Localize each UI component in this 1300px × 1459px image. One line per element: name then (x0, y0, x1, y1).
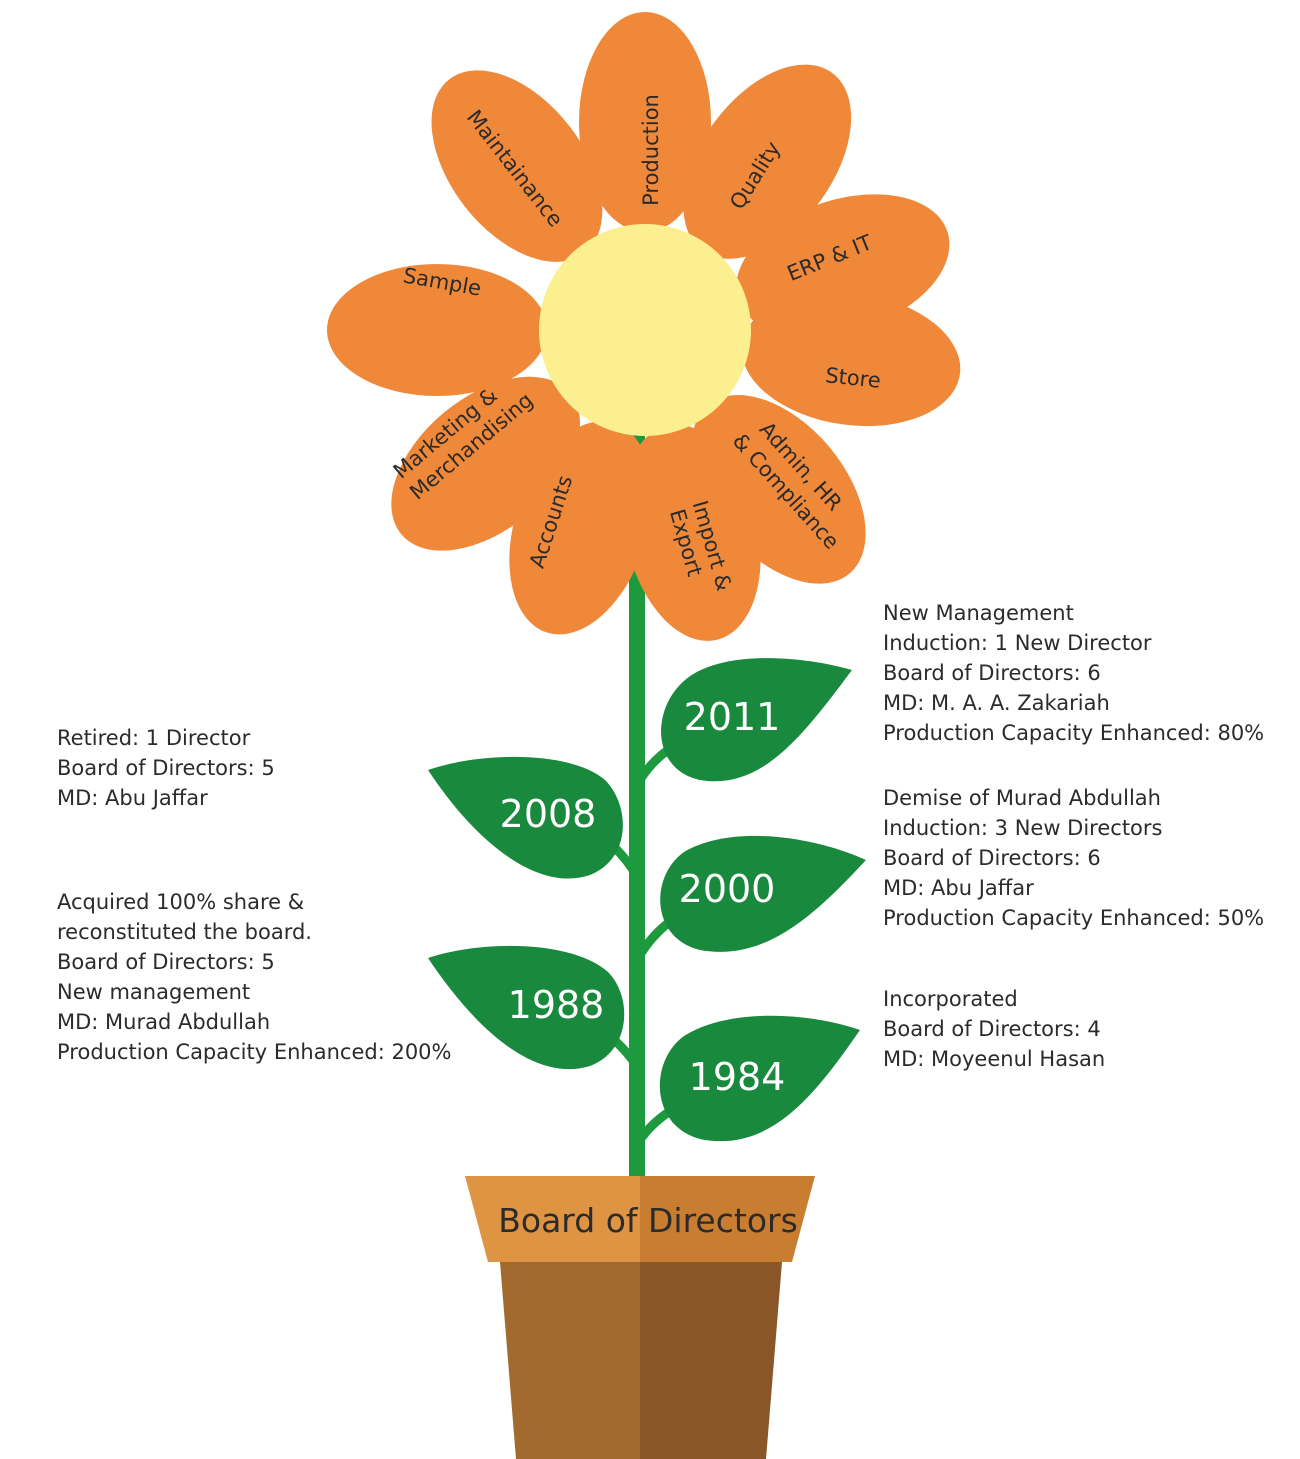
petals (327, 12, 961, 641)
note-line: Board of Directors: 6 (883, 661, 1101, 685)
petal-store (741, 291, 961, 427)
stem (629, 420, 645, 1190)
note-line: MD: Moyeenul Hasan (883, 1047, 1106, 1071)
note-line: reconstituted the board. (57, 920, 312, 944)
petal-production-shape (579, 12, 711, 232)
petal-import-export (622, 424, 761, 641)
petal-import-export-shape (622, 424, 761, 641)
leaf-2011: 2011 (661, 658, 852, 782)
petal-sample (327, 264, 547, 396)
leaf-2000: 2000 (660, 835, 866, 952)
petal-label-production: Production (639, 94, 663, 206)
note-line: Demise of Murad Abdullah (883, 786, 1161, 810)
note-line: Board of Directors: 5 (57, 950, 275, 974)
petal-production (579, 12, 711, 232)
leaf-1984-year: 1984 (689, 1055, 786, 1099)
pot-body-left (500, 1262, 640, 1459)
petal-sample-shape (327, 264, 547, 396)
pot-rim-left (465, 1176, 640, 1262)
note-line: Retired: 1 Director (57, 726, 251, 750)
note-1988: Acquired 100% share & reconstituted the … (57, 887, 452, 1067)
leaf-1984: 1984 (659, 1015, 860, 1142)
leaf-2008-shape (428, 756, 623, 879)
note-2000: Demise of Murad Abdullah Induction: 3 Ne… (883, 783, 1264, 933)
note-line: Production Capacity Enhanced: 200% (57, 1040, 452, 1064)
pot-rim-right (640, 1176, 815, 1262)
petal-maintainance (431, 70, 603, 262)
note-line: MD: Abu Jaffar (57, 786, 208, 810)
note-line: Board of Directors: 4 (883, 1017, 1101, 1041)
note-line: Board of Directors: 5 (57, 756, 275, 780)
petal-maintainance-shape (431, 70, 603, 262)
note-line: New Management (883, 601, 1074, 625)
note-line: MD: M. A. A. Zakariah (883, 691, 1110, 715)
note-line: Acquired 100% share & (57, 890, 305, 914)
note-line: Production Capacity Enhanced: 50% (883, 906, 1265, 930)
petal-label-store: Store (824, 363, 882, 393)
note-2008: Retired: 1 Director Board of Directors: … (57, 723, 275, 813)
leaf-2008-year: 2008 (500, 792, 597, 836)
flower-center (539, 224, 751, 436)
note-line: Production Capacity Enhanced: 80% (883, 721, 1265, 745)
petal-store-shape (741, 291, 961, 427)
leaf-1988: 1988 (428, 945, 625, 1070)
leaf-2011-year: 2011 (684, 695, 781, 739)
note-1984: Incorporated Board of Directors: 4 MD: M… (883, 984, 1105, 1074)
leaf-1988-year: 1988 (508, 983, 605, 1027)
note-line: Incorporated (883, 987, 1018, 1011)
leaf-2011-shape (661, 658, 852, 782)
note-2011: New Management Induction: 1 New Director… (883, 598, 1264, 748)
pot-body-right (640, 1262, 782, 1459)
note-line: Induction: 1 New Director (883, 631, 1152, 655)
leaf-1988-shape (428, 945, 625, 1070)
leaf-2008: 2008 (428, 756, 623, 879)
note-line: MD: Murad Abdullah (57, 1010, 271, 1034)
petal-marketing-shape (391, 376, 581, 551)
petal-marketing (391, 376, 581, 551)
note-line: MD: Abu Jaffar (883, 876, 1034, 900)
leaves: 2011 2008 2000 1988 1984 (428, 658, 866, 1142)
pot: Board of Directors (465, 1176, 815, 1459)
note-line: Induction: 3 New Directors (883, 816, 1163, 840)
leaf-2000-year: 2000 (679, 867, 776, 911)
leaf-2000-shape (660, 835, 866, 952)
leaf-1984-shape (659, 1015, 860, 1142)
note-line: Board of Directors: 6 (883, 846, 1101, 870)
note-line: New management (57, 980, 251, 1004)
pot-label: Board of Directors (498, 1201, 798, 1240)
